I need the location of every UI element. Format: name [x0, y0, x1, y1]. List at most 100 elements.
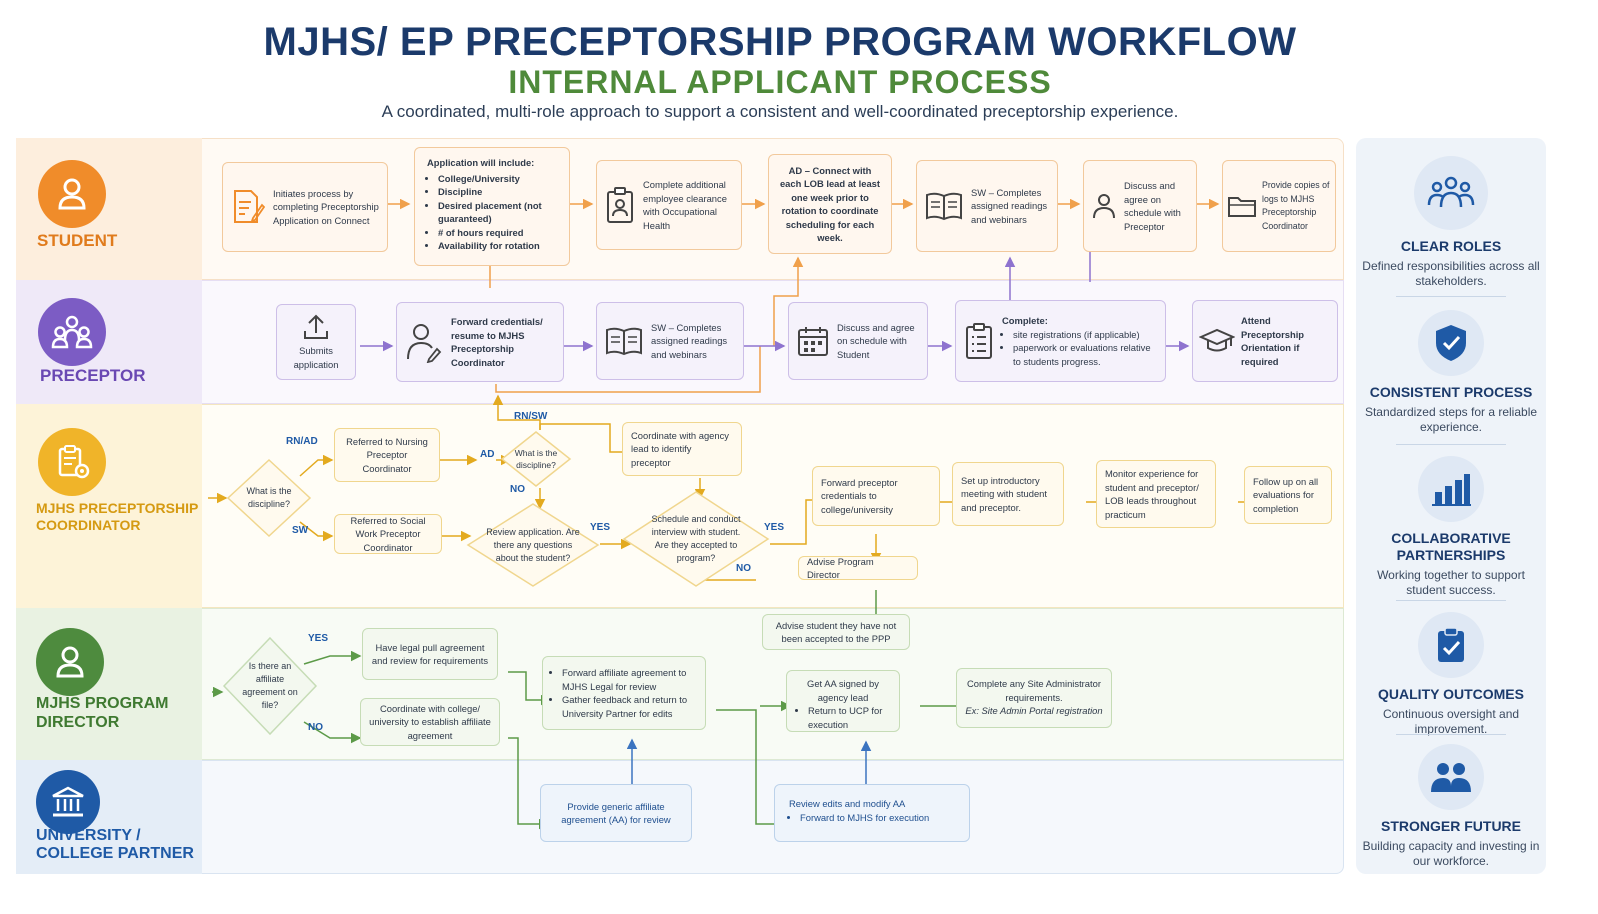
- list-item: Gather feedback and return to University…: [562, 693, 697, 720]
- list-item: # of hours required: [438, 226, 557, 240]
- student-schedule-text: Discuss and agree on schedule with Prece…: [1124, 180, 1181, 232]
- label-ad: AD: [480, 449, 495, 460]
- referred-social-step: Referred to Social Work Preceptor Coordi…: [334, 514, 442, 554]
- label-yes-1: YES: [590, 522, 611, 533]
- student-initiate-step: Initiates process by completing Precepto…: [222, 162, 388, 252]
- page-tagline: A coordinated, multi-role approach to su…: [381, 102, 1179, 121]
- legal-pull-agreement-text: Have legal pull agreement and review for…: [371, 641, 489, 667]
- sidebar-divider: [1396, 296, 1506, 297]
- review-edits-list: Forward to MJHS for execution: [789, 811, 955, 825]
- calendar-icon: [797, 325, 829, 357]
- intro-meeting-step: Set up introductory meeting with student…: [952, 462, 1064, 526]
- review-edits-step: Review edits and modify AA Forward to MJ…: [774, 784, 970, 842]
- student-ad-connect-step: AD – Connect with each LOB lead at least…: [768, 154, 892, 254]
- student-initiate-text: Initiates process by completing Precepto…: [273, 187, 379, 226]
- page-subtitle: INTERNAL APPLICANT PROCESS: [508, 64, 1052, 100]
- forward-credentials-university-step: Forward preceptor credentials to college…: [812, 466, 940, 526]
- forward-to-legal-list: Forward affiliate agreement to MJHS Lega…: [551, 666, 697, 720]
- partner-institution-icon: [36, 770, 100, 834]
- monitor-experience-text: Monitor experience for student and prece…: [1105, 468, 1199, 520]
- shield-check-icon: [1418, 310, 1484, 376]
- label-no-1: NO: [510, 484, 525, 495]
- get-aa-signed-step: Get AA signed by agency lead Return to U…: [786, 670, 900, 732]
- open-book-icon: [605, 326, 643, 356]
- preceptor-schedule-text: Discuss and agree on schedule with Stude…: [837, 321, 915, 360]
- coordinate-agency-text: Coordinate with agency lead to identify …: [631, 429, 729, 468]
- forward-credentials-university-text: Forward preceptor credentials to college…: [821, 476, 898, 515]
- label-director-yes: YES: [308, 633, 329, 644]
- get-aa-signed-list: Return to UCP for execution: [797, 704, 889, 731]
- student-logs-step: Provide copies of logs to MJHS Preceptor…: [1222, 160, 1336, 252]
- monitor-experience-step: Monitor experience for student and prece…: [1096, 460, 1216, 528]
- upload-icon: [302, 313, 330, 345]
- sidebar-divider: [1396, 444, 1506, 445]
- generic-affiliate-text: Provide generic affiliate agreement (AA)…: [561, 800, 671, 826]
- student-schedule-step: Discuss and agree on schedule with Prece…: [1083, 160, 1197, 252]
- site-admin-example: Ex: Site Admin Portal registration: [965, 705, 1103, 716]
- decision-interview: Schedule and conduct interview with stud…: [622, 490, 770, 588]
- application-contents-list: College/UniversityDisciplineDesired plac…: [427, 172, 557, 253]
- benefit-clear-roles: CLEAR ROLES Defined responsibilities acr…: [1356, 156, 1546, 289]
- benefit-quality-outcomes: QUALITY OUTCOMES Continuous oversight an…: [1356, 612, 1546, 737]
- student-sw-readings-text: SW – Completes assigned readings and web…: [971, 186, 1048, 225]
- lane-title-preceptor: PRECEPTOR: [40, 366, 146, 385]
- open-book-icon: [925, 191, 963, 221]
- lane-title-director: MJHS PROGRAM DIRECTOR: [36, 695, 169, 731]
- benefit-title: CLEAR ROLES: [1400, 238, 1502, 254]
- lane-title-student: STUDENT: [37, 231, 118, 250]
- follow-up-evaluations-text: Follow up on all evaluations for complet…: [1253, 475, 1319, 514]
- benefit-desc: Defined responsibilities across all stak…: [1362, 259, 1540, 288]
- list-item: site registrations (if applicable): [1013, 328, 1157, 342]
- preceptor-forward-credentials-text: Forward credentials/ resume to MJHS Prec…: [451, 316, 543, 368]
- referred-social-text: Referred to Social Work Preceptor Coordi…: [350, 514, 426, 553]
- establish-affiliate-step: Coordinate with college/ university to e…: [360, 698, 500, 746]
- legal-pull-agreement-step: Have legal pull agreement and review for…: [362, 628, 498, 680]
- clipboard-check-icon: [1418, 612, 1484, 678]
- id-badge-icon: [605, 186, 635, 224]
- decision-discipline-2-text: What is the discipline?: [514, 448, 558, 470]
- decision-discipline-1: What is the discipline?: [226, 458, 312, 538]
- advise-program-director-text: Advise Program Director: [807, 555, 874, 581]
- list-item: College/University: [438, 172, 557, 186]
- sidebar-divider: [1396, 734, 1506, 735]
- benefit-title: QUALITY OUTCOMES: [1378, 686, 1524, 702]
- label-rn-sw: RN/SW: [514, 411, 548, 422]
- site-admin-step: Complete any Site Administrator requirem…: [956, 668, 1112, 728]
- preceptor-complete-content: Complete: site registrations (if applica…: [1002, 314, 1157, 368]
- list-item: Forward to MJHS for execution: [800, 811, 955, 825]
- decision-interview-text: Schedule and conduct interview with stud…: [651, 514, 741, 563]
- application-contents-box: Application will include: College/Univer…: [414, 147, 570, 266]
- benefit-title: COLLABORATIVE PARTNERSHIPS: [1391, 530, 1511, 563]
- site-admin-text: Complete any Site Administrator requirem…: [967, 678, 1101, 703]
- intro-meeting-text: Set up introductory meeting with student…: [961, 474, 1047, 513]
- get-aa-signed-heading: Get AA signed by agency lead: [807, 678, 879, 703]
- label-director-no: NO: [308, 722, 323, 733]
- label-yes-2: YES: [764, 522, 785, 533]
- referred-nursing-step: Referred to Nursing Preceptor Coordinato…: [334, 428, 440, 482]
- director-avatar-icon: [36, 628, 104, 696]
- preceptor-complete-step: Complete: site registrations (if applica…: [955, 300, 1166, 382]
- not-accepted-text: Advise student they have not been accept…: [775, 619, 897, 645]
- benefit-desc: Working together to support student succ…: [1377, 568, 1525, 597]
- preceptor-forward-credentials-step: Forward credentials/ resume to MJHS Prec…: [396, 302, 564, 382]
- document-edit-icon: [231, 188, 265, 226]
- benefit-consistent-process: CONSISTENT PROCESS Standardized steps fo…: [1356, 310, 1546, 435]
- list-item: Desired placement (not guaranteed): [438, 199, 557, 226]
- advise-program-director-step: Advise Program Director: [798, 556, 918, 580]
- preceptor-submit-step: Submits application: [276, 304, 356, 380]
- list-item: Return to UCP for execution: [808, 704, 889, 731]
- benefits-sidebar: CLEAR ROLES Defined responsibilities acr…: [1356, 138, 1546, 874]
- label-rn-ad: RN/AD: [286, 436, 318, 447]
- page-title: MJHS/ EP PRECEPTORSHIP PROGRAM WORKFLOW: [263, 20, 1297, 64]
- list-item: paperwork or evaluations relative to stu…: [1013, 341, 1157, 368]
- list-item: Discipline: [438, 185, 557, 199]
- benefit-desc: Standardized steps for a reliable experi…: [1364, 405, 1538, 434]
- referred-nursing-text: Referred to Nursing Preceptor Coordinato…: [346, 435, 428, 474]
- people-icon: [1414, 156, 1488, 230]
- student-clearance-step: Complete additional employee clearance w…: [596, 160, 742, 250]
- forward-to-legal-step: Forward affiliate agreement to MJHS Lega…: [542, 656, 706, 730]
- preceptor-schedule-step: Discuss and agree on schedule with Stude…: [788, 302, 928, 380]
- preceptor-group-icon: [38, 298, 106, 366]
- student-avatar-icon: [38, 160, 106, 228]
- benefit-stronger-future: STRONGER FUTURE Building capacity and in…: [1356, 744, 1546, 869]
